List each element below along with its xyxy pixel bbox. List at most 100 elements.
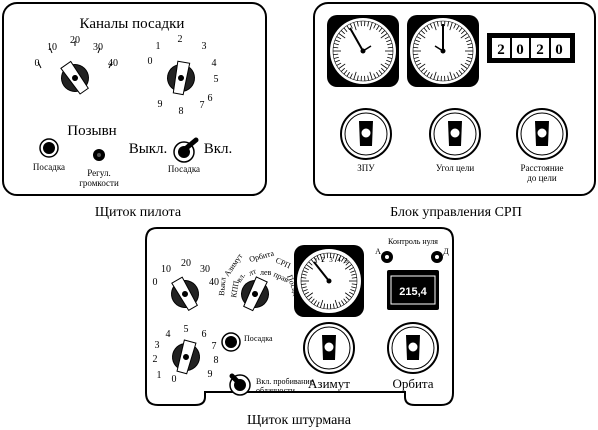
dial-tick xyxy=(304,267,310,271)
dial-tick xyxy=(334,254,339,263)
gauge-scale-label: 5 xyxy=(344,257,348,265)
dial-tick xyxy=(378,27,383,32)
dial-tick xyxy=(343,259,348,264)
dial-tick xyxy=(380,30,386,35)
dial-tick xyxy=(413,43,419,46)
dial-label: 10 xyxy=(161,264,171,275)
dial-tick xyxy=(301,277,307,279)
dial-tick xyxy=(429,73,433,79)
cloud-penetration-toggle[interactable] xyxy=(229,373,251,396)
dial-tick xyxy=(414,39,420,43)
dial-tick xyxy=(340,300,345,305)
dial-tick xyxy=(350,289,356,292)
dial-label: 20 xyxy=(70,35,80,46)
dial-label: 3 xyxy=(202,41,207,52)
zpu-knob[interactable] xyxy=(340,108,392,160)
dial-tick xyxy=(413,53,419,56)
landing-switch-label: Посадка xyxy=(168,164,200,174)
azimuth-label: Азимут xyxy=(308,376,350,391)
dial-label: 40 xyxy=(108,58,118,69)
zero-d-label: Д xyxy=(443,247,449,256)
dial-tick xyxy=(387,53,393,56)
dial-tick xyxy=(306,264,314,270)
pilot-channel-knob-tens[interactable] xyxy=(37,41,113,100)
target-distance-knob[interactable] xyxy=(516,108,568,160)
dial-label: 4 xyxy=(166,329,171,340)
dial-tick xyxy=(334,39,340,43)
dial-tick xyxy=(426,71,430,77)
dial-tick xyxy=(376,71,380,77)
dial-label: 20 xyxy=(181,258,191,269)
gauge-scale-label: 3 xyxy=(329,256,333,264)
dial-tick xyxy=(384,62,390,66)
dial-tick xyxy=(346,25,350,31)
dial-tick xyxy=(345,261,350,266)
dial-tick xyxy=(456,25,460,31)
dial-tick xyxy=(464,36,470,40)
arc-label: КПП xyxy=(229,280,241,298)
dial-tick xyxy=(319,299,324,308)
off-label: Выкл. xyxy=(129,141,168,157)
dial-tick xyxy=(467,53,473,56)
dial-tick xyxy=(426,25,430,31)
dial-tick xyxy=(436,21,439,27)
orbit-knob[interactable] xyxy=(387,322,439,374)
dial-tick xyxy=(323,303,326,309)
dial-tick xyxy=(460,63,468,69)
dial-label: 40 xyxy=(209,277,219,288)
dial-tick xyxy=(378,70,383,75)
dial-tick xyxy=(356,21,359,27)
counter-digit: 2 xyxy=(497,42,505,58)
dial-tick xyxy=(356,75,359,81)
volume-knob[interactable] xyxy=(93,149,105,161)
pilot-landing-button[interactable] xyxy=(39,138,59,158)
pilot-panel-caption: Щиток пилота xyxy=(95,205,182,220)
dial-label: 8 xyxy=(179,106,184,117)
pilot-panel: Каналы посадки 0 10 20 30 40 0 1 2 3 4 5… xyxy=(2,2,267,196)
nav-landing-button[interactable] xyxy=(221,332,241,352)
dial-tick xyxy=(301,286,307,289)
dial-tick xyxy=(416,62,422,66)
navigator-gauge xyxy=(294,245,364,317)
dial-tick xyxy=(423,27,428,32)
dial-label: 1 xyxy=(157,370,162,381)
landing-label: Посадка xyxy=(33,162,65,172)
callsign-toggle-switch[interactable] xyxy=(173,137,199,163)
dial-tick xyxy=(333,53,339,56)
dial-tick xyxy=(429,23,433,29)
dial-tick xyxy=(349,23,353,29)
dial-tick xyxy=(323,253,326,259)
dial-tick xyxy=(304,291,310,295)
dial-tick xyxy=(458,70,463,75)
dial-tick xyxy=(386,59,392,63)
dial-tick xyxy=(447,75,450,81)
zero-a-label: А xyxy=(375,247,381,256)
dial-tick xyxy=(466,59,472,63)
nav-landing-label: Посадка xyxy=(244,334,273,343)
pilot-channels-title: Каналы посадки xyxy=(80,16,185,32)
dial-tick xyxy=(367,75,370,81)
dial-tick xyxy=(369,22,373,31)
target-angle-knob[interactable] xyxy=(429,108,481,160)
dial-tick xyxy=(344,264,352,270)
dial-tick xyxy=(467,56,473,59)
dial-tick xyxy=(343,70,348,75)
dial-tick xyxy=(447,21,450,27)
dial-tick xyxy=(336,62,342,66)
dial-tick xyxy=(340,30,346,35)
dial-tick xyxy=(333,56,339,59)
dial-label: 6 xyxy=(202,329,207,340)
dial-tick xyxy=(380,67,386,72)
dial-tick xyxy=(351,286,357,289)
dial-tick xyxy=(351,283,357,285)
callsign-label: Позывн xyxy=(67,123,116,139)
dial-tick xyxy=(332,253,335,259)
dial-tick xyxy=(348,291,354,295)
dial-tick xyxy=(306,292,314,298)
zero-indicator-a xyxy=(381,251,393,263)
srp-gauge-right xyxy=(407,15,479,87)
display-value: 215,4 xyxy=(399,286,427,298)
dial-tick xyxy=(338,301,342,307)
azimuth-knob[interactable] xyxy=(303,322,355,374)
zero-control-label: Контроль нуля xyxy=(388,237,438,246)
